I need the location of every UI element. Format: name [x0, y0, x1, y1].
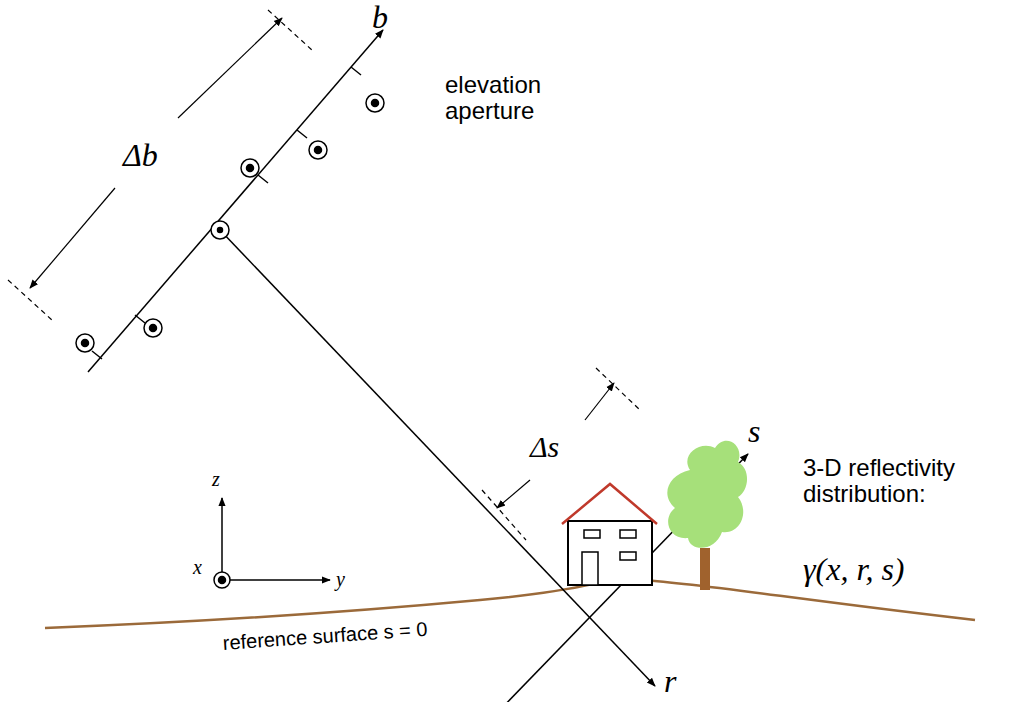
axis-label: b	[372, 0, 388, 35]
dimension-label: Δs	[527, 430, 562, 463]
antenna-positions	[76, 94, 384, 352]
axis-ticks	[92, 67, 361, 359]
axis-label: r	[664, 664, 676, 699]
axis-label: x	[193, 556, 202, 578]
annotation: elevation aperture	[445, 72, 580, 125]
surface-label: reference surface s = 0	[222, 618, 428, 654]
formula: γ(x, r, s)	[803, 552, 904, 587]
axis-label: z	[212, 468, 220, 490]
dimension-label: Δb	[120, 138, 161, 173]
annotation: 3-D reflectivity distribution:	[803, 455, 1008, 508]
axis-label: y	[336, 568, 345, 590]
axis-label: s	[748, 414, 760, 449]
resolution-dimension	[482, 368, 640, 540]
coordinate-frame	[214, 498, 330, 588]
house	[562, 484, 657, 585]
b-axis	[88, 30, 383, 372]
tree	[667, 441, 747, 590]
aperture-dimension	[8, 10, 312, 320]
